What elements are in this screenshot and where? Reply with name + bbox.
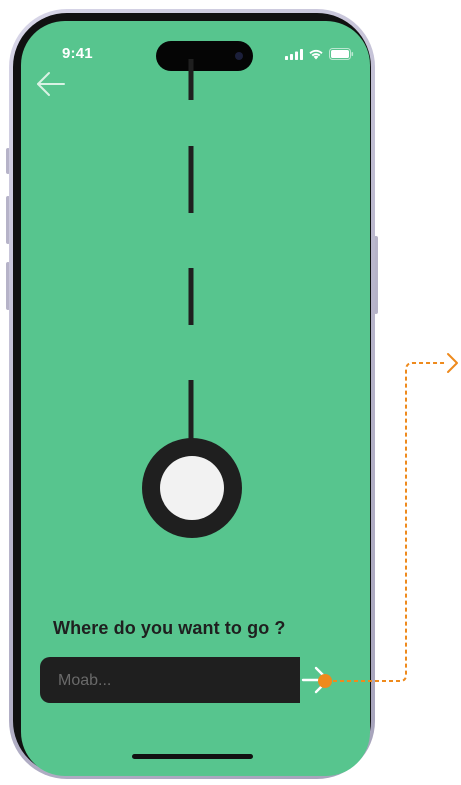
back-button[interactable]: [35, 68, 67, 100]
silent-switch: [6, 148, 10, 174]
cellular-signal-icon: [285, 48, 303, 60]
dynamic-island: [156, 41, 253, 71]
front-camera: [235, 52, 243, 60]
battery-icon: [329, 48, 354, 60]
status-time: 9:41: [62, 45, 93, 62]
power-button: [374, 236, 378, 314]
location-marker-dot: [160, 456, 224, 520]
home-indicator: [132, 754, 253, 759]
status-icons: [285, 48, 354, 60]
wifi-icon: [309, 49, 323, 60]
volume-up-button: [6, 196, 10, 244]
question-heading: Where do you want to go ?: [53, 618, 286, 638]
arrow-left-icon: [37, 72, 65, 96]
volume-down-button: [6, 262, 10, 310]
arrow-right-icon: [274, 657, 330, 703]
connection-arrowhead: [447, 353, 458, 373]
destination-input-bar: [40, 657, 300, 705]
destination-input[interactable]: [56, 657, 280, 705]
route-illustration: [142, 59, 242, 538]
app-screen: 9:41: [21, 21, 370, 776]
go-button[interactable]: [274, 651, 339, 711]
